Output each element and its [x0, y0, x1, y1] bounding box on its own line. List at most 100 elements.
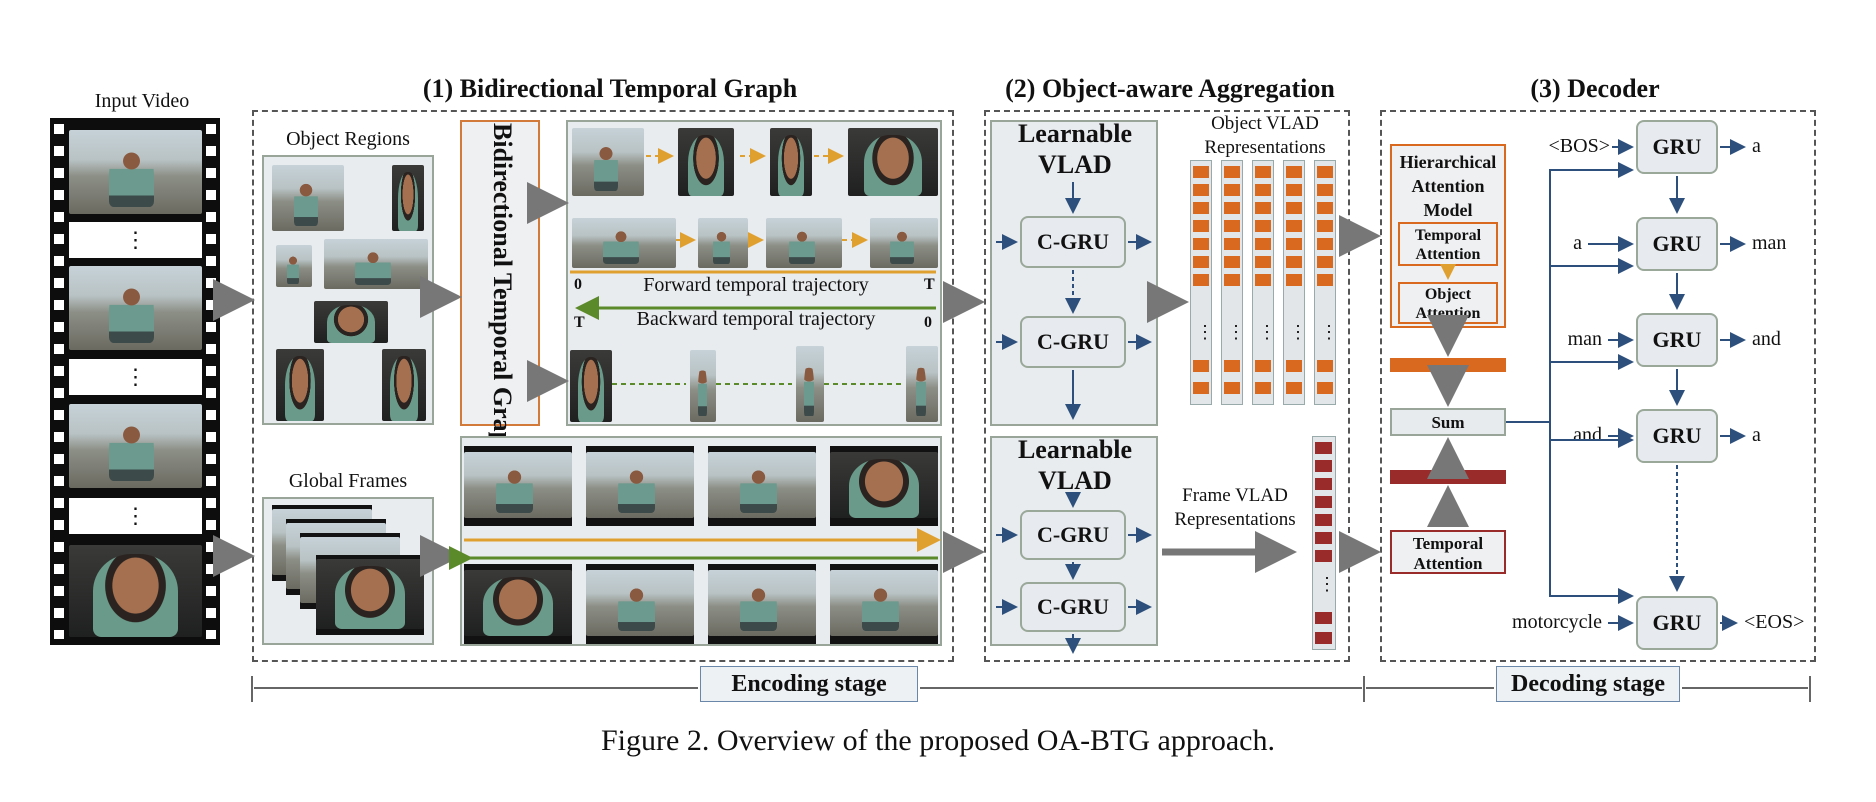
object-vlad-cell: [1255, 238, 1271, 250]
frame-vlad-cell: [1315, 514, 1332, 526]
gru-box: GRU: [1636, 409, 1718, 463]
object-regions-label: Object Regions: [286, 128, 410, 150]
object-vlad-ellipsis: ⋮: [1320, 322, 1338, 342]
object-vlad-cell: [1286, 202, 1302, 214]
video-gap: ⋮: [69, 498, 202, 534]
video-frame: [69, 266, 202, 350]
frame-vlad-ellipsis: ⋮: [1318, 574, 1336, 594]
frame-image: [830, 570, 938, 636]
object-crop: [276, 349, 324, 421]
traj-crop: [572, 218, 676, 268]
video-gap: ⋮: [69, 222, 202, 258]
decoder-output-word: <EOS>: [1744, 611, 1805, 633]
object-vlad-cell: [1317, 256, 1333, 268]
cgru-box: C-GRU: [1020, 510, 1126, 560]
decoder-output-word: a: [1752, 135, 1761, 157]
cgru-box: C-GRU: [1020, 216, 1126, 268]
object-vlad-cell: [1193, 202, 1209, 214]
stage-timeline: [251, 676, 1811, 702]
backward-end: 0: [924, 314, 932, 331]
forward-start: 0: [574, 276, 582, 293]
object-vlad-cell: [1286, 360, 1302, 372]
video-frame: [69, 404, 202, 488]
object-crop: [324, 239, 428, 289]
frame-vlad-cell: [1315, 442, 1332, 454]
object-crop: [392, 165, 424, 231]
decoder-output-word: and: [1752, 328, 1781, 350]
traj-crop: [906, 346, 938, 422]
backward-label: Backward temporal trajectory: [636, 308, 876, 330]
object-crop: [276, 245, 312, 287]
object-regions-panel: [262, 155, 434, 425]
frame-vlad-cell: [1315, 632, 1332, 644]
object-vlad-cell: [1224, 238, 1240, 250]
traj-crop: [770, 128, 812, 196]
object-vlad-cell: [1255, 382, 1271, 394]
film-strip: ⋮ ⋮ ⋮: [50, 118, 220, 645]
decoder-arrows: [1506, 139, 1746, 631]
decoder-output-word: a: [1752, 424, 1761, 446]
object-vlad-cell: [1286, 256, 1302, 268]
gru-box: GRU: [1636, 596, 1718, 650]
object-vlad-ellipsis: ⋮: [1196, 322, 1214, 342]
traj-crop: [766, 218, 842, 268]
decoder-input-word: motorcycle: [1512, 611, 1602, 633]
object-vlad-ellipsis: ⋮: [1258, 322, 1276, 342]
object-vlad-cell: [1255, 184, 1271, 196]
cgru-box: C-GRU: [1020, 316, 1126, 368]
decoder-input-word: man: [1567, 328, 1602, 350]
object-vlad-cell: [1193, 238, 1209, 250]
decoder-section: [1380, 110, 1816, 662]
object-vlad-cell: [1255, 274, 1271, 286]
object-vlad-cell: [1255, 166, 1271, 178]
video-frame: [69, 545, 202, 637]
forward-label: Forward temporal trajectory: [643, 274, 869, 296]
frame-image: [464, 570, 572, 636]
object-vlad-cell: [1317, 238, 1333, 250]
object-vlad-cell: [1255, 202, 1271, 214]
object-vlad-cell: [1286, 166, 1302, 178]
object-vlad-cell: [1224, 202, 1240, 214]
learnable-vlad-1: Learnable VLAD: [1017, 119, 1133, 179]
object-vlad-cell: [1193, 184, 1209, 196]
gru-box: GRU: [1636, 313, 1718, 367]
object-vlad-cell: [1224, 220, 1240, 232]
encoding-stage-label: Encoding stage: [700, 666, 918, 702]
aggregation-section: [984, 110, 1350, 662]
forward-end: T: [924, 276, 935, 293]
frame-image: [708, 452, 816, 518]
gray-arrows: [213, 182, 1469, 577]
btg-box: Bidirectional Temporal Graph: [460, 120, 540, 461]
traj-crop: [698, 218, 748, 268]
object-vlad-cell: [1193, 360, 1209, 372]
decoder-output-word: man: [1752, 232, 1787, 254]
object-crop: [382, 349, 426, 421]
film-holes-right: [206, 124, 216, 639]
cgru-arrows: [996, 182, 1152, 654]
object-vlad-cell: [1255, 220, 1271, 232]
object-vlad-cell: [1224, 166, 1240, 178]
frame-vlad-cell: [1315, 550, 1332, 562]
object-vlad-cell: [1255, 256, 1271, 268]
object-crop: [314, 301, 388, 343]
learnable-vlad-2: Learnable VLAD: [1017, 435, 1133, 495]
btg-section: [252, 110, 954, 662]
object-vlad-cell: [1193, 166, 1209, 178]
object-vlad-ellipsis: ⋮: [1227, 322, 1245, 342]
frame-vlad-label: Frame VLAD Representations: [1174, 485, 1296, 530]
decoder-input-word: <BOS>: [1548, 135, 1610, 157]
frame-vlad-cell: [1315, 496, 1332, 508]
object-vlad-cell: [1317, 202, 1333, 214]
object-vlad-cell: [1317, 274, 1333, 286]
object-vlad-ellipsis: ⋮: [1289, 322, 1307, 342]
gru-box: GRU: [1636, 217, 1718, 271]
object-vlad-label: Object VLAD Representations: [1204, 113, 1326, 158]
frame-image: [464, 452, 572, 518]
traj-crop: [678, 128, 734, 196]
frame-stack-item: [316, 559, 424, 629]
object-vlad-cell: [1255, 360, 1271, 372]
object-vlad-cell: [1286, 220, 1302, 232]
object-vlad-cell: [1193, 256, 1209, 268]
traj-crop: [870, 218, 938, 268]
